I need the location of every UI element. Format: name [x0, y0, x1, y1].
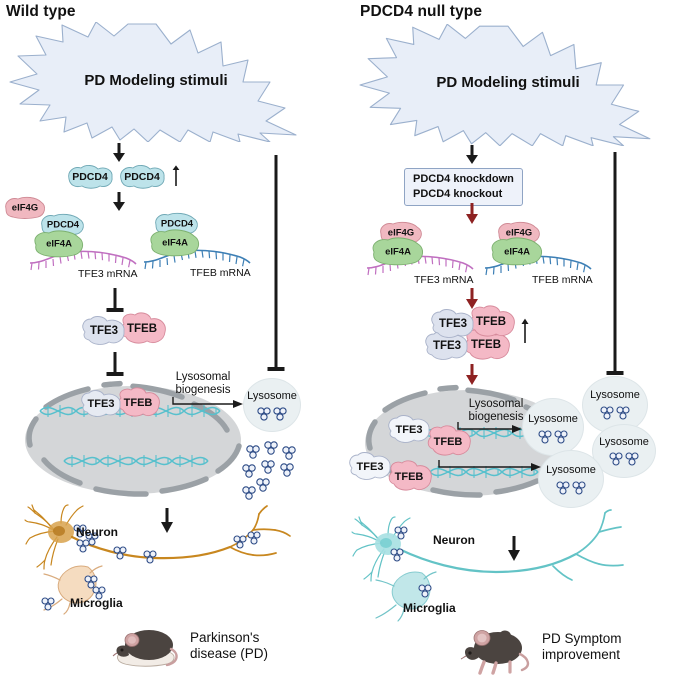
alpha-synuclein-aggregates-left: [240, 440, 304, 502]
tfe3-blob-left: TFE3: [79, 316, 129, 346]
pdcd4-blob-1: PDCD4: [65, 165, 115, 189]
stimuli-label-left: PD Modeling stimuli: [84, 72, 228, 89]
eif4a-on-tfeb-mrna-right: eIF4A: [489, 237, 545, 266]
arrow-stimuli-to-pdcd4-left: [112, 143, 126, 163]
arrow-to-neuron-right: [507, 536, 521, 562]
neuron-label-left: Neuron: [76, 525, 118, 539]
panel-title-wild-type: Wild type: [6, 3, 76, 20]
lysosomal-biogenesis-label-left: Lysosomal biogenesis: [163, 371, 243, 398]
arrow-tfe-to-nucleus-right: [465, 364, 479, 386]
outcome-left: Parkinson's disease (PD): [190, 630, 268, 662]
aggregates-inside-lysosome-left: [257, 407, 287, 421]
neuron-label-right: Neuron: [433, 533, 475, 547]
pdcd4-increase-arrow-left: [171, 165, 181, 187]
tfe3-blob-nucleus-right-1: TFE3: [385, 415, 433, 445]
arrow-pdcd4-to-complex-left: [112, 192, 126, 212]
knockout-line2: PDCD4 knockout: [413, 187, 503, 200]
tfe3-mrna-label-left: TFE3 mRNA: [78, 268, 138, 280]
outcome-line1-left: Parkinson's: [190, 630, 260, 645]
pdcd4-blob-2: PDCD4: [117, 165, 167, 189]
eif4a-on-tfe3-mrna-right: eIF4A: [370, 237, 426, 266]
tfeb-mrna-label-right: TFEB mRNA: [532, 274, 593, 286]
arrow-to-neuron-left: [160, 508, 174, 534]
tfe3-mrna-left: [28, 247, 138, 271]
outcome-right: PD Symptom improvement: [542, 631, 622, 663]
tfe3-blob-nucleus-left: TFE3: [78, 390, 124, 418]
inhibition-translation-left: [104, 288, 126, 312]
lysosome-right-4: Lysosome: [538, 450, 604, 508]
arrow-biogenesis-right-2: [438, 458, 542, 474]
panel-wild-type: Wild type PD Modeling stimuli PDCD4 PDCD…: [5, 3, 304, 670]
inhibition-nuclear-entry-left: [104, 352, 126, 376]
biogenesis-line1-right: Lysosomal: [468, 398, 524, 410]
lysosomal-biogenesis-label-right: Lysosomal biogenesis: [456, 398, 536, 425]
tfe3-mrna-label-right: TFE3 mRNA: [414, 274, 474, 286]
inhibition-long-bar-left: [265, 155, 287, 371]
neuron-right: [348, 509, 628, 602]
lysosome-label-right-4: Lysosome: [546, 464, 596, 476]
tfe3-blob-nucleus-right-2: TFE3: [346, 452, 394, 482]
outcome-line1-right: PD Symptom: [542, 631, 622, 646]
panel-title-null-type: PDCD4 null type: [360, 3, 483, 20]
pdcd4-knockdown-box: PDCD4 knockdown PDCD4 knockout: [404, 168, 523, 207]
lysosome-label-right-3: Lysosome: [599, 436, 649, 448]
lysosome-right-3: Lysosome: [592, 424, 656, 478]
stimuli-burst-right: PD Modeling stimuli: [358, 24, 658, 146]
knockdown-line1: PDCD4 knockdown: [413, 173, 514, 185]
panel-pdcd4-null-type: PDCD4 null type PD Modeling stimuli PDCD…: [348, 0, 700, 680]
tfe-increase-arrow-right: [520, 318, 530, 344]
neuron-left: [24, 504, 295, 590]
microglia-label-right: Microglia: [403, 601, 456, 615]
eif4a-on-tfe3-mrna: eIF4A: [32, 230, 86, 258]
outcome-line2-right: improvement: [542, 646, 621, 662]
arrow-complex-to-tfe-right: [465, 288, 479, 310]
lysosome-label-right-1: Lysosome: [528, 413, 578, 425]
arrow-stimuli-to-knockdown: [465, 145, 479, 165]
lysosome-right-1: Lysosome: [522, 398, 584, 456]
arrow-knockdown-to-complex: [465, 203, 479, 225]
inhibition-long-bar-right: [604, 152, 626, 375]
mouse-left: [112, 622, 185, 670]
biogenesis-line1: Lysosomal: [175, 371, 231, 383]
eif4a-on-tfeb-mrna: eIF4A: [148, 229, 202, 257]
tfeb-mrna-label-left: TFEB mRNA: [190, 267, 251, 279]
tfeb-mrna-left: [142, 246, 252, 270]
biogenesis-line2: biogenesis: [175, 384, 231, 397]
arrow-biogenesis-right-1: [457, 420, 523, 436]
microglia-right: [370, 570, 470, 622]
arrow-biogenesis-left: [172, 395, 244, 411]
stimuli-burst-left: PD Modeling stimuli: [8, 22, 304, 142]
stimuli-label-right: PD Modeling stimuli: [436, 74, 580, 91]
biogenesis-line2-right: biogenesis: [468, 411, 524, 424]
lysosome-label-left: Lysosome: [247, 390, 297, 402]
nucleus-left: [22, 380, 244, 498]
lysosome-label-right-2: Lysosome: [590, 389, 640, 401]
microglia-label-left: Microglia: [70, 596, 123, 610]
outcome-line2-left: disease (PD): [190, 645, 269, 661]
mouse-right: [460, 624, 538, 675]
tfe3-blob-right-top: TFE3: [428, 309, 478, 339]
microglia-left: [40, 565, 135, 615]
lysosome-left: Lysosome: [243, 378, 301, 432]
